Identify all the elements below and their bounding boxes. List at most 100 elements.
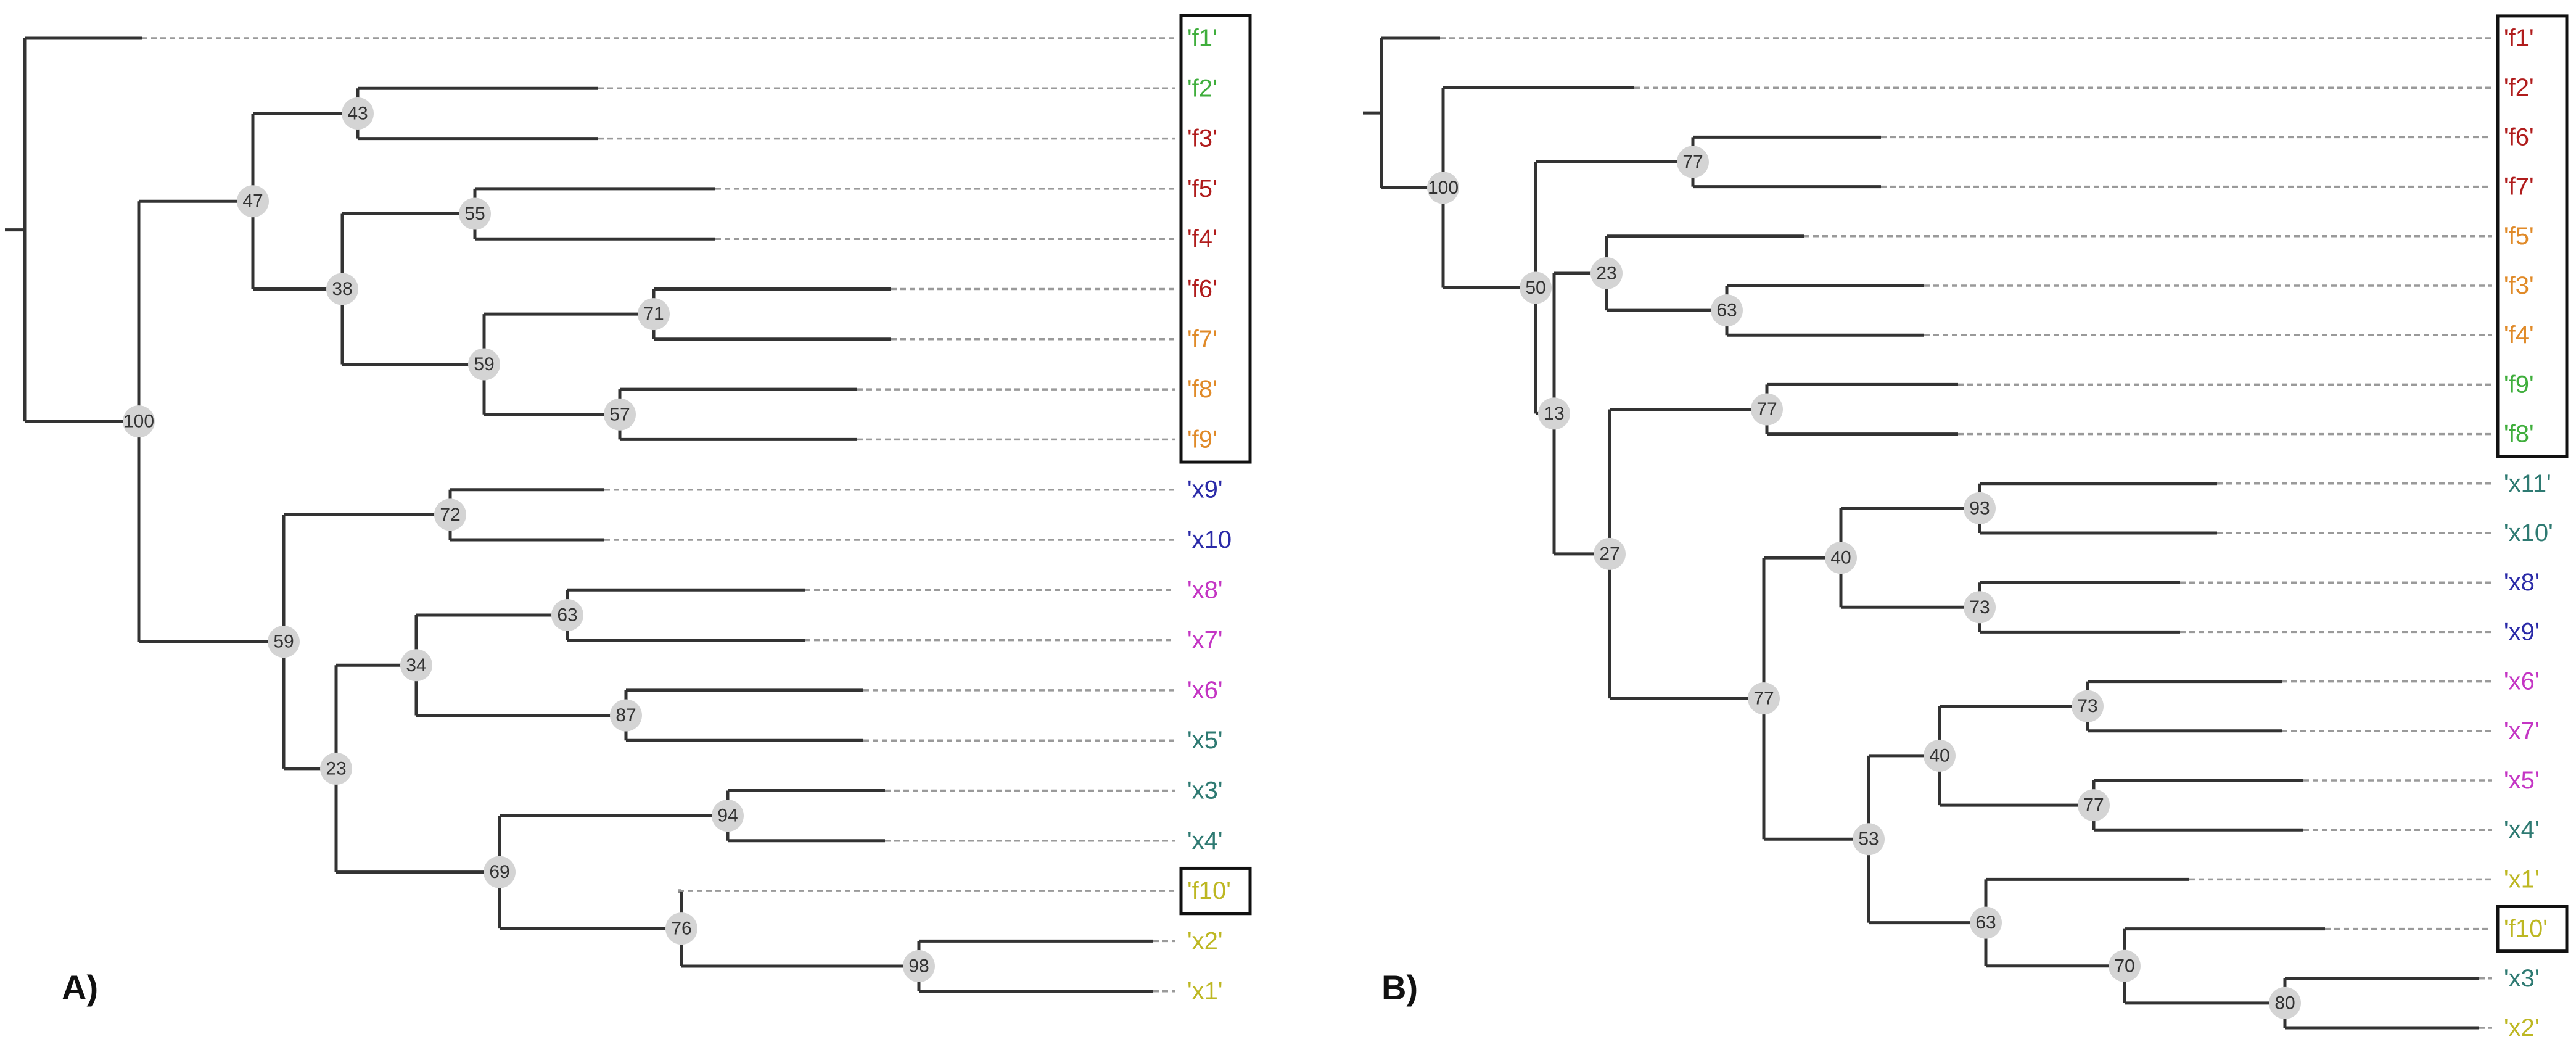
support-value: 94: [717, 806, 738, 826]
support-node: 34: [400, 649, 432, 682]
support-node-circle: [237, 185, 269, 218]
leaf-group-box: [1179, 14, 1252, 464]
leaf-label: 'x5': [1187, 727, 1223, 754]
support-value: 77: [1756, 399, 1777, 420]
support-node: 77: [1677, 146, 1709, 178]
leaf-label: 'f7': [2504, 173, 2534, 201]
support-node-circle: [123, 405, 155, 438]
support-node-circle: [1964, 492, 1996, 524]
support-value: 63: [1716, 300, 1737, 321]
support-node-circle: [484, 856, 516, 888]
panel-label-a: A): [62, 968, 98, 1007]
support-value: 23: [326, 758, 346, 779]
support-node-circle: [1970, 906, 2002, 939]
support-node-circle: [1520, 271, 1552, 304]
support-value: 43: [347, 103, 368, 123]
support-node-circle: [1853, 823, 1885, 856]
leaf-label: 'x6': [2504, 668, 2540, 695]
support-value: 80: [2274, 993, 2295, 1013]
leaf-label: 'x3': [2504, 965, 2540, 992]
support-node: 98: [903, 950, 935, 983]
leaf-label: 'x8': [1187, 576, 1223, 603]
support-value: 100: [1428, 178, 1459, 198]
panel-label-b: B): [1381, 968, 1418, 1007]
support-node: 57: [604, 398, 636, 431]
support-value: 34: [406, 655, 426, 676]
support-value: 77: [1753, 688, 1774, 709]
support-value: 93: [1969, 498, 1990, 518]
support-node: 93: [1964, 492, 1996, 524]
support-node-circle: [1427, 172, 1459, 204]
tree-b-branches: [1363, 36, 2492, 1030]
support-node: 40: [1924, 739, 1956, 772]
support-node-circle: [320, 752, 352, 785]
support-value: 40: [1929, 745, 1949, 766]
support-node-circle: [1964, 591, 1996, 624]
support-node: 40: [1825, 542, 1857, 574]
support-value: 50: [1525, 278, 1545, 298]
support-node: 80: [2269, 986, 2301, 1019]
support-value: 59: [474, 354, 494, 374]
leaf-label: 'x10: [1187, 526, 1232, 553]
support-node: 63: [1970, 906, 2002, 939]
support-node: 70: [2109, 949, 2141, 982]
support-value: 55: [464, 204, 485, 224]
support-value: 72: [440, 505, 460, 525]
support-node-circle: [2078, 789, 2110, 822]
support-node: 94: [712, 800, 744, 832]
support-node-circle: [2072, 690, 2104, 722]
tree-panel-b: 776323779373407377408070635377271350100 …: [1363, 14, 2569, 1041]
leaf-label: 'x7': [1187, 627, 1223, 654]
support-value: 38: [332, 279, 352, 299]
support-node-circle: [610, 699, 642, 732]
tree-a-branches: [5, 36, 1175, 993]
support-value: 98: [908, 956, 929, 977]
support-node: 47: [237, 185, 269, 218]
support-value: 57: [609, 404, 630, 424]
support-node-circle: [2109, 949, 2141, 982]
support-node: 73: [1964, 591, 1996, 624]
support-node: 27: [1594, 537, 1626, 570]
leaf-label: 'x6': [1187, 677, 1223, 704]
leaf-label: 'f3': [1187, 125, 1217, 152]
support-node-circle: [712, 800, 744, 832]
leaf-label: 'x7': [2504, 717, 2540, 745]
support-node-circle: [1590, 257, 1623, 289]
support-node-circle: [604, 398, 636, 431]
support-value: 13: [1544, 403, 1564, 424]
support-value: 47: [242, 191, 263, 212]
support-node-circle: [468, 348, 500, 381]
support-node: 77: [1751, 393, 1783, 426]
leaf-label: 'f3': [2504, 272, 2534, 299]
support-node-circle: [2269, 986, 2301, 1019]
support-value: 59: [273, 632, 294, 652]
leaf-label: 'x4': [1187, 827, 1223, 854]
support-node: 23: [1590, 257, 1623, 289]
support-node-circle: [665, 912, 697, 945]
leaf-label: 'x5': [2504, 767, 2540, 794]
leaf-label: 'x9': [2504, 618, 2540, 645]
support-value: 69: [489, 862, 509, 882]
support-node: 43: [342, 97, 374, 130]
leaf-group-box: [1179, 866, 1252, 916]
leaf-group-box: [2496, 14, 2569, 458]
leaf-label: 'f4': [1187, 225, 1217, 252]
support-node: 55: [459, 197, 491, 230]
support-node-circle: [1677, 146, 1709, 178]
support-node-circle: [551, 598, 583, 631]
support-value: 100: [123, 411, 154, 432]
support-node: 76: [665, 912, 697, 945]
leaf-label: 'f9': [1187, 426, 1217, 453]
leaf-label: 'f5': [2504, 223, 2534, 250]
support-value: 53: [1858, 829, 1879, 850]
support-value: 77: [2083, 795, 2104, 816]
leaf-label: 'f2': [1187, 75, 1217, 102]
support-node-circle: [268, 626, 300, 658]
support-node: 63: [1711, 294, 1743, 327]
support-value: 63: [557, 605, 577, 625]
support-node: 23: [320, 752, 352, 785]
support-node: 38: [326, 273, 358, 305]
leaf-label: 'f6': [2504, 123, 2534, 151]
